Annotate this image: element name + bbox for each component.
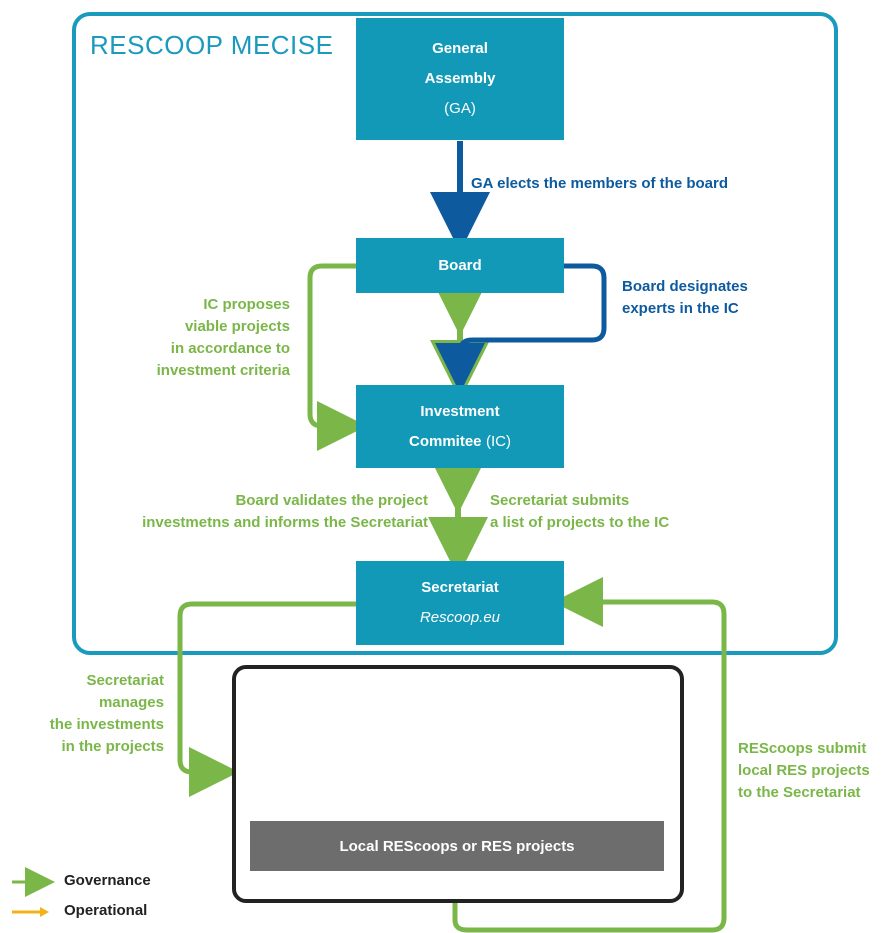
rescoops-submit-label: REScoops submit local RES projects to th… — [738, 738, 870, 804]
board-validates-label: Board validates the project investmetns … — [80, 490, 428, 534]
secretariat-submits-line1: Secretariat submits — [490, 492, 630, 509]
board-validates-line2: investmetns and informs the Secretariat — [142, 514, 428, 531]
secretariat-manages-line3: the investments — [49, 716, 164, 733]
investment-committee-box: Investment Commitee (IC) — [356, 385, 564, 468]
ic-line2-suffix: (IC) — [485, 432, 511, 450]
ic-line2: Commitee — [409, 432, 482, 450]
legend-governance: Governance — [64, 872, 151, 889]
secretariat-submits-line2: a list of projects to the IC — [490, 514, 670, 531]
local-rescoops-label: Local REScoops or RES projects — [250, 821, 664, 871]
rescoops-submit-line2: local RES projects — [738, 762, 870, 779]
board-box: Board — [356, 238, 564, 293]
secretariat-submits-label: Secretariat submits a list of projects t… — [490, 490, 669, 534]
secretariat-title: Secretariat — [421, 579, 499, 596]
ic-proposes-arrow — [307, 263, 367, 451]
secretariat-manages-line1: Secretariat — [86, 672, 164, 689]
board-designates-line2: experts in the IC — [622, 300, 739, 317]
legend-operational-head — [40, 907, 49, 917]
secretariat-manages-line2: manages — [98, 694, 164, 711]
ga-line1: General — [432, 40, 488, 57]
board-label: Board — [438, 257, 482, 274]
ic-proposes-line1: IC proposes — [203, 296, 290, 313]
general-assembly-box: General Assembly (GA) — [356, 18, 564, 140]
ic-proposes-line3: in accordance to — [170, 340, 290, 357]
ga-line3: (GA) — [444, 100, 476, 117]
legend-operational: Operational — [64, 902, 148, 919]
ic-proposes-line2: viable projects — [184, 318, 290, 335]
board-designates-arrow — [435, 263, 607, 393]
ic-proposes-line4: investment criteria — [156, 362, 290, 379]
brand-logo: RESCOOP MECISE — [90, 30, 334, 60]
rescoops-submit-line3: to the Secretariat — [738, 784, 861, 801]
ga-elects-label: GA elects the members of the board — [471, 175, 729, 192]
ga-line2: Assembly — [424, 70, 496, 87]
secretariat-manages-arrow — [177, 601, 356, 797]
board-designates-label: Board designates experts in the IC — [622, 276, 748, 320]
ic-proposes-label: IC proposes viable projects in accordanc… — [120, 294, 290, 382]
board-validates-line1: Board validates the project — [235, 492, 428, 509]
secretariat-subtitle: Rescoop.eu — [419, 609, 501, 626]
rescoops-submit-line1: REScoops submit — [738, 740, 867, 757]
secretariat-box: Secretariat Rescoop.eu — [356, 561, 564, 645]
secretariat-manages-line4: in the projects — [61, 738, 164, 755]
board-designates-line1: Board designates — [622, 278, 748, 295]
rescoops-submit-arrow — [452, 577, 727, 933]
mecise-frame — [72, 12, 838, 655]
ic-line1: Investment — [420, 402, 500, 420]
secretariat-manages-label: Secretariat manages the investments in t… — [20, 670, 164, 758]
